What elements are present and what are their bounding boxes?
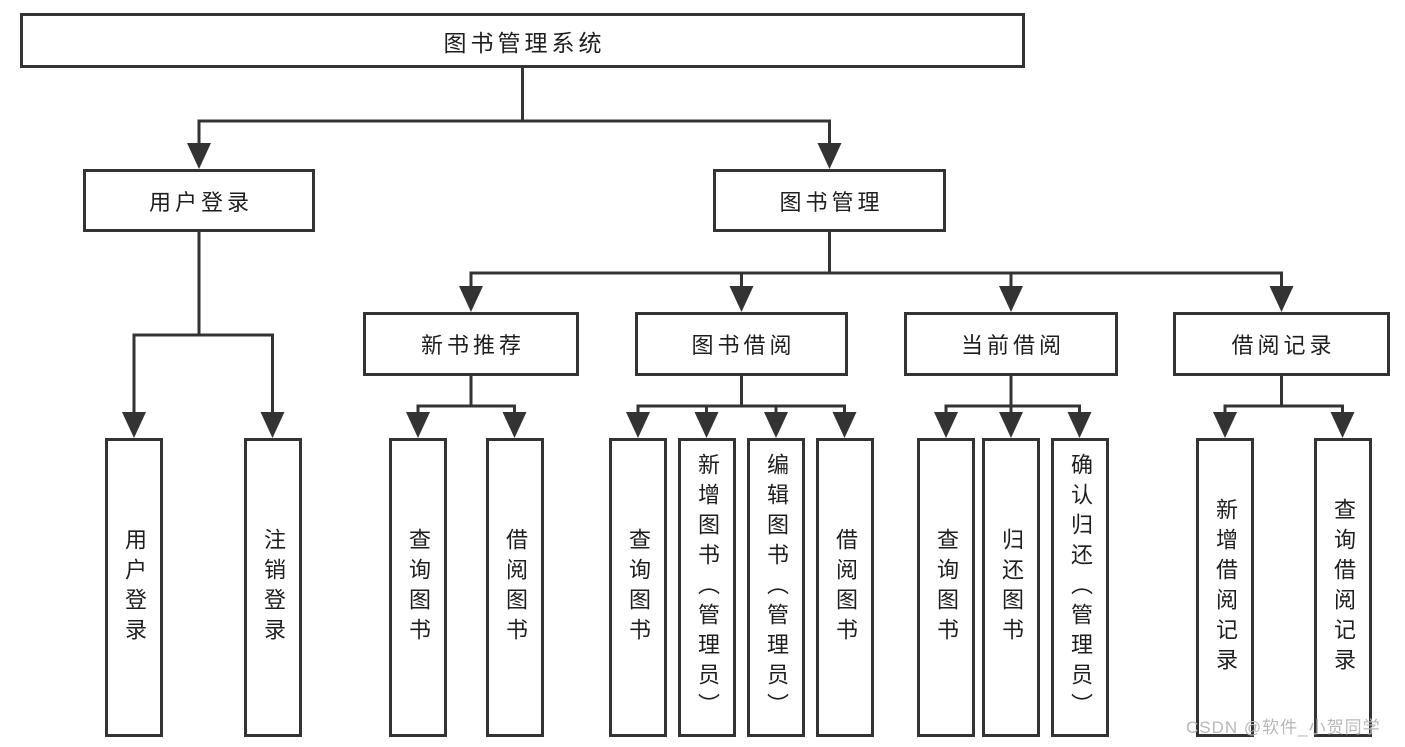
leaf-label: 查询图书: [626, 527, 651, 648]
node-borrow-records: 借阅记录: [1173, 312, 1390, 376]
leaf-label: 借阅图书: [503, 527, 528, 648]
node-label: 用户登录: [148, 189, 253, 215]
leaf-borrow-add-admin: 新增图书（管理员）: [678, 438, 736, 737]
leaf-label: 查询图书: [934, 527, 959, 648]
node-label: 图书管理系统: [443, 29, 606, 56]
node-label: 当前借阅: [960, 333, 1065, 358]
leaf-current-query: 查询图书: [917, 438, 975, 737]
leaf-records-add: 新增借阅记录: [1196, 438, 1254, 737]
leaf-label: 查询图书: [406, 527, 431, 648]
node-label: 图书借阅: [691, 333, 796, 358]
leaf-borrow-borrow: 借阅图书: [816, 438, 874, 737]
node-new-book-recommend: 新书推荐: [363, 312, 579, 376]
node-current-borrow: 当前借阅: [904, 312, 1118, 376]
node-label: 图书管理: [779, 189, 884, 215]
leaf-label: 归还图书: [999, 527, 1024, 648]
node-book-borrow: 图书借阅: [635, 312, 848, 376]
leaf-records-query: 查询借阅记录: [1314, 438, 1372, 737]
node-user-login: 用户登录: [83, 169, 315, 232]
leaf-label: 用户登录: [122, 527, 147, 648]
leaf-label: 编辑图书（管理员）: [764, 452, 789, 723]
leaf-borrow-query: 查询图书: [609, 438, 667, 737]
node-book-management: 图书管理: [713, 169, 946, 232]
leaf-borrow-edit-admin: 编辑图书（管理员）: [747, 438, 805, 737]
arrowheads: [122, 143, 1355, 438]
node-label: 新书推荐: [420, 333, 525, 358]
leaf-newbooks-borrow: 借阅图书: [486, 438, 544, 737]
leaf-label: 确认归还（管理员）: [1068, 452, 1093, 723]
leaf-label: 注销登录: [261, 527, 286, 648]
leaf-label: 新增图书（管理员）: [695, 452, 720, 723]
leaf-newbooks-query: 查询图书: [389, 438, 447, 737]
leaf-label: 新增借阅记录: [1213, 497, 1238, 678]
leaf-user-login: 用户登录: [105, 438, 163, 737]
leaf-label: 查询借阅记录: [1331, 497, 1356, 678]
leaf-current-return: 归还图书: [982, 438, 1040, 737]
csdn-watermark: CSDN @软件_小贺同学: [1186, 718, 1381, 737]
node-label: 借阅记录: [1231, 333, 1336, 358]
node-root: 图书管理系统: [20, 13, 1025, 68]
leaf-current-confirm-admin: 确认归还（管理员）: [1051, 438, 1109, 737]
leaf-logout: 注销登录: [244, 438, 302, 737]
leaf-label: 借阅图书: [833, 527, 858, 648]
